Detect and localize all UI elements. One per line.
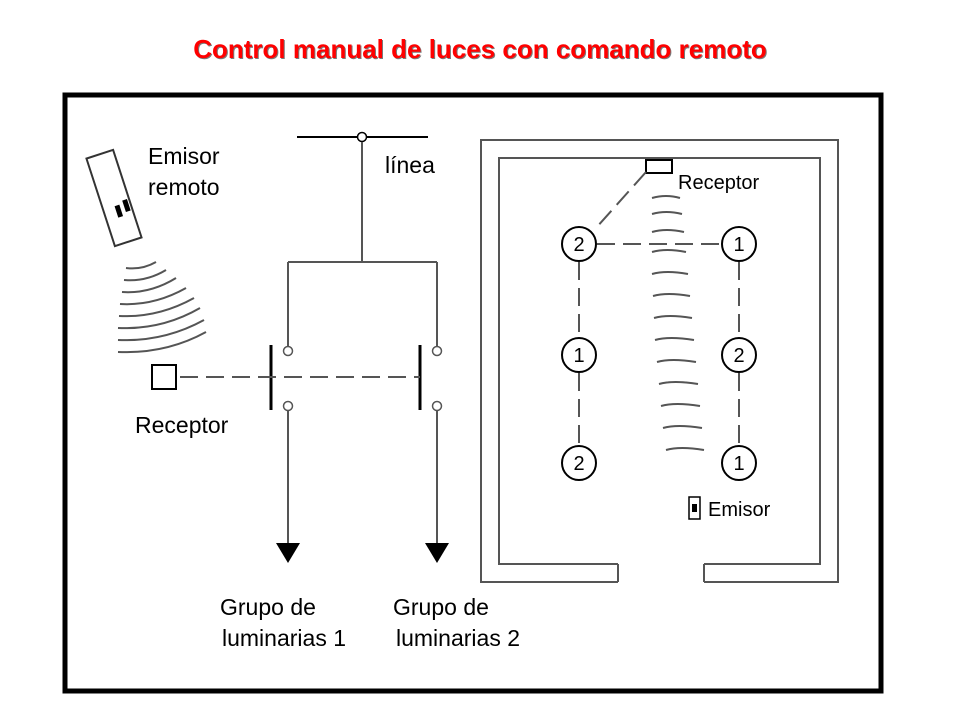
lamp-mid-left: 1 xyxy=(561,337,597,373)
svg-text:2: 2 xyxy=(573,234,584,256)
room-receiver-label: Receptor xyxy=(678,172,759,194)
group-1-label-line1: Grupo de xyxy=(220,594,316,620)
room-receiver-box xyxy=(645,159,673,174)
page-title: Control manual de luces con comando remo… xyxy=(193,34,767,64)
group-2-arrow-icon xyxy=(425,543,449,563)
group-2-label-line2: luminarias 2 xyxy=(396,625,520,651)
room-emitter-label: Emisor xyxy=(708,499,771,521)
lamp-top-left: 2 xyxy=(561,226,597,262)
signal-waves-icon xyxy=(117,261,207,354)
lamp-bottom-right: 1 xyxy=(721,445,757,481)
group-2-label-line1: Grupo de xyxy=(393,594,489,620)
receiver-box xyxy=(151,364,177,390)
line-label: línea xyxy=(385,152,435,178)
room-signal-waves-icon xyxy=(651,195,705,451)
lamp-top-right: 1 xyxy=(721,226,757,262)
svg-text:1: 1 xyxy=(733,453,744,475)
room-emitter-icon xyxy=(688,496,701,520)
remote-emitter-icon xyxy=(85,148,143,248)
svg-text:1: 1 xyxy=(733,234,744,256)
room-layout-diagram: Receptor 2 xyxy=(480,139,839,583)
svg-text:2: 2 xyxy=(573,453,584,475)
emitter-label-line1: Emisor xyxy=(148,143,220,169)
line-node xyxy=(356,131,368,143)
receiver-label: Receptor xyxy=(135,412,229,438)
emitter-label-line2: remoto xyxy=(148,174,220,200)
group-1-arrow-icon xyxy=(276,543,300,563)
left-circuit-diagram: Emisor remoto línea Receptor xyxy=(85,131,520,651)
group-1-label-line2: luminarias 1 xyxy=(222,625,346,651)
lamp-mid-right: 2 xyxy=(721,337,757,373)
diagram-frame xyxy=(62,92,884,694)
svg-text:2: 2 xyxy=(733,345,744,367)
svg-text:1: 1 xyxy=(573,345,584,367)
lamp-bottom-left: 2 xyxy=(561,445,597,481)
